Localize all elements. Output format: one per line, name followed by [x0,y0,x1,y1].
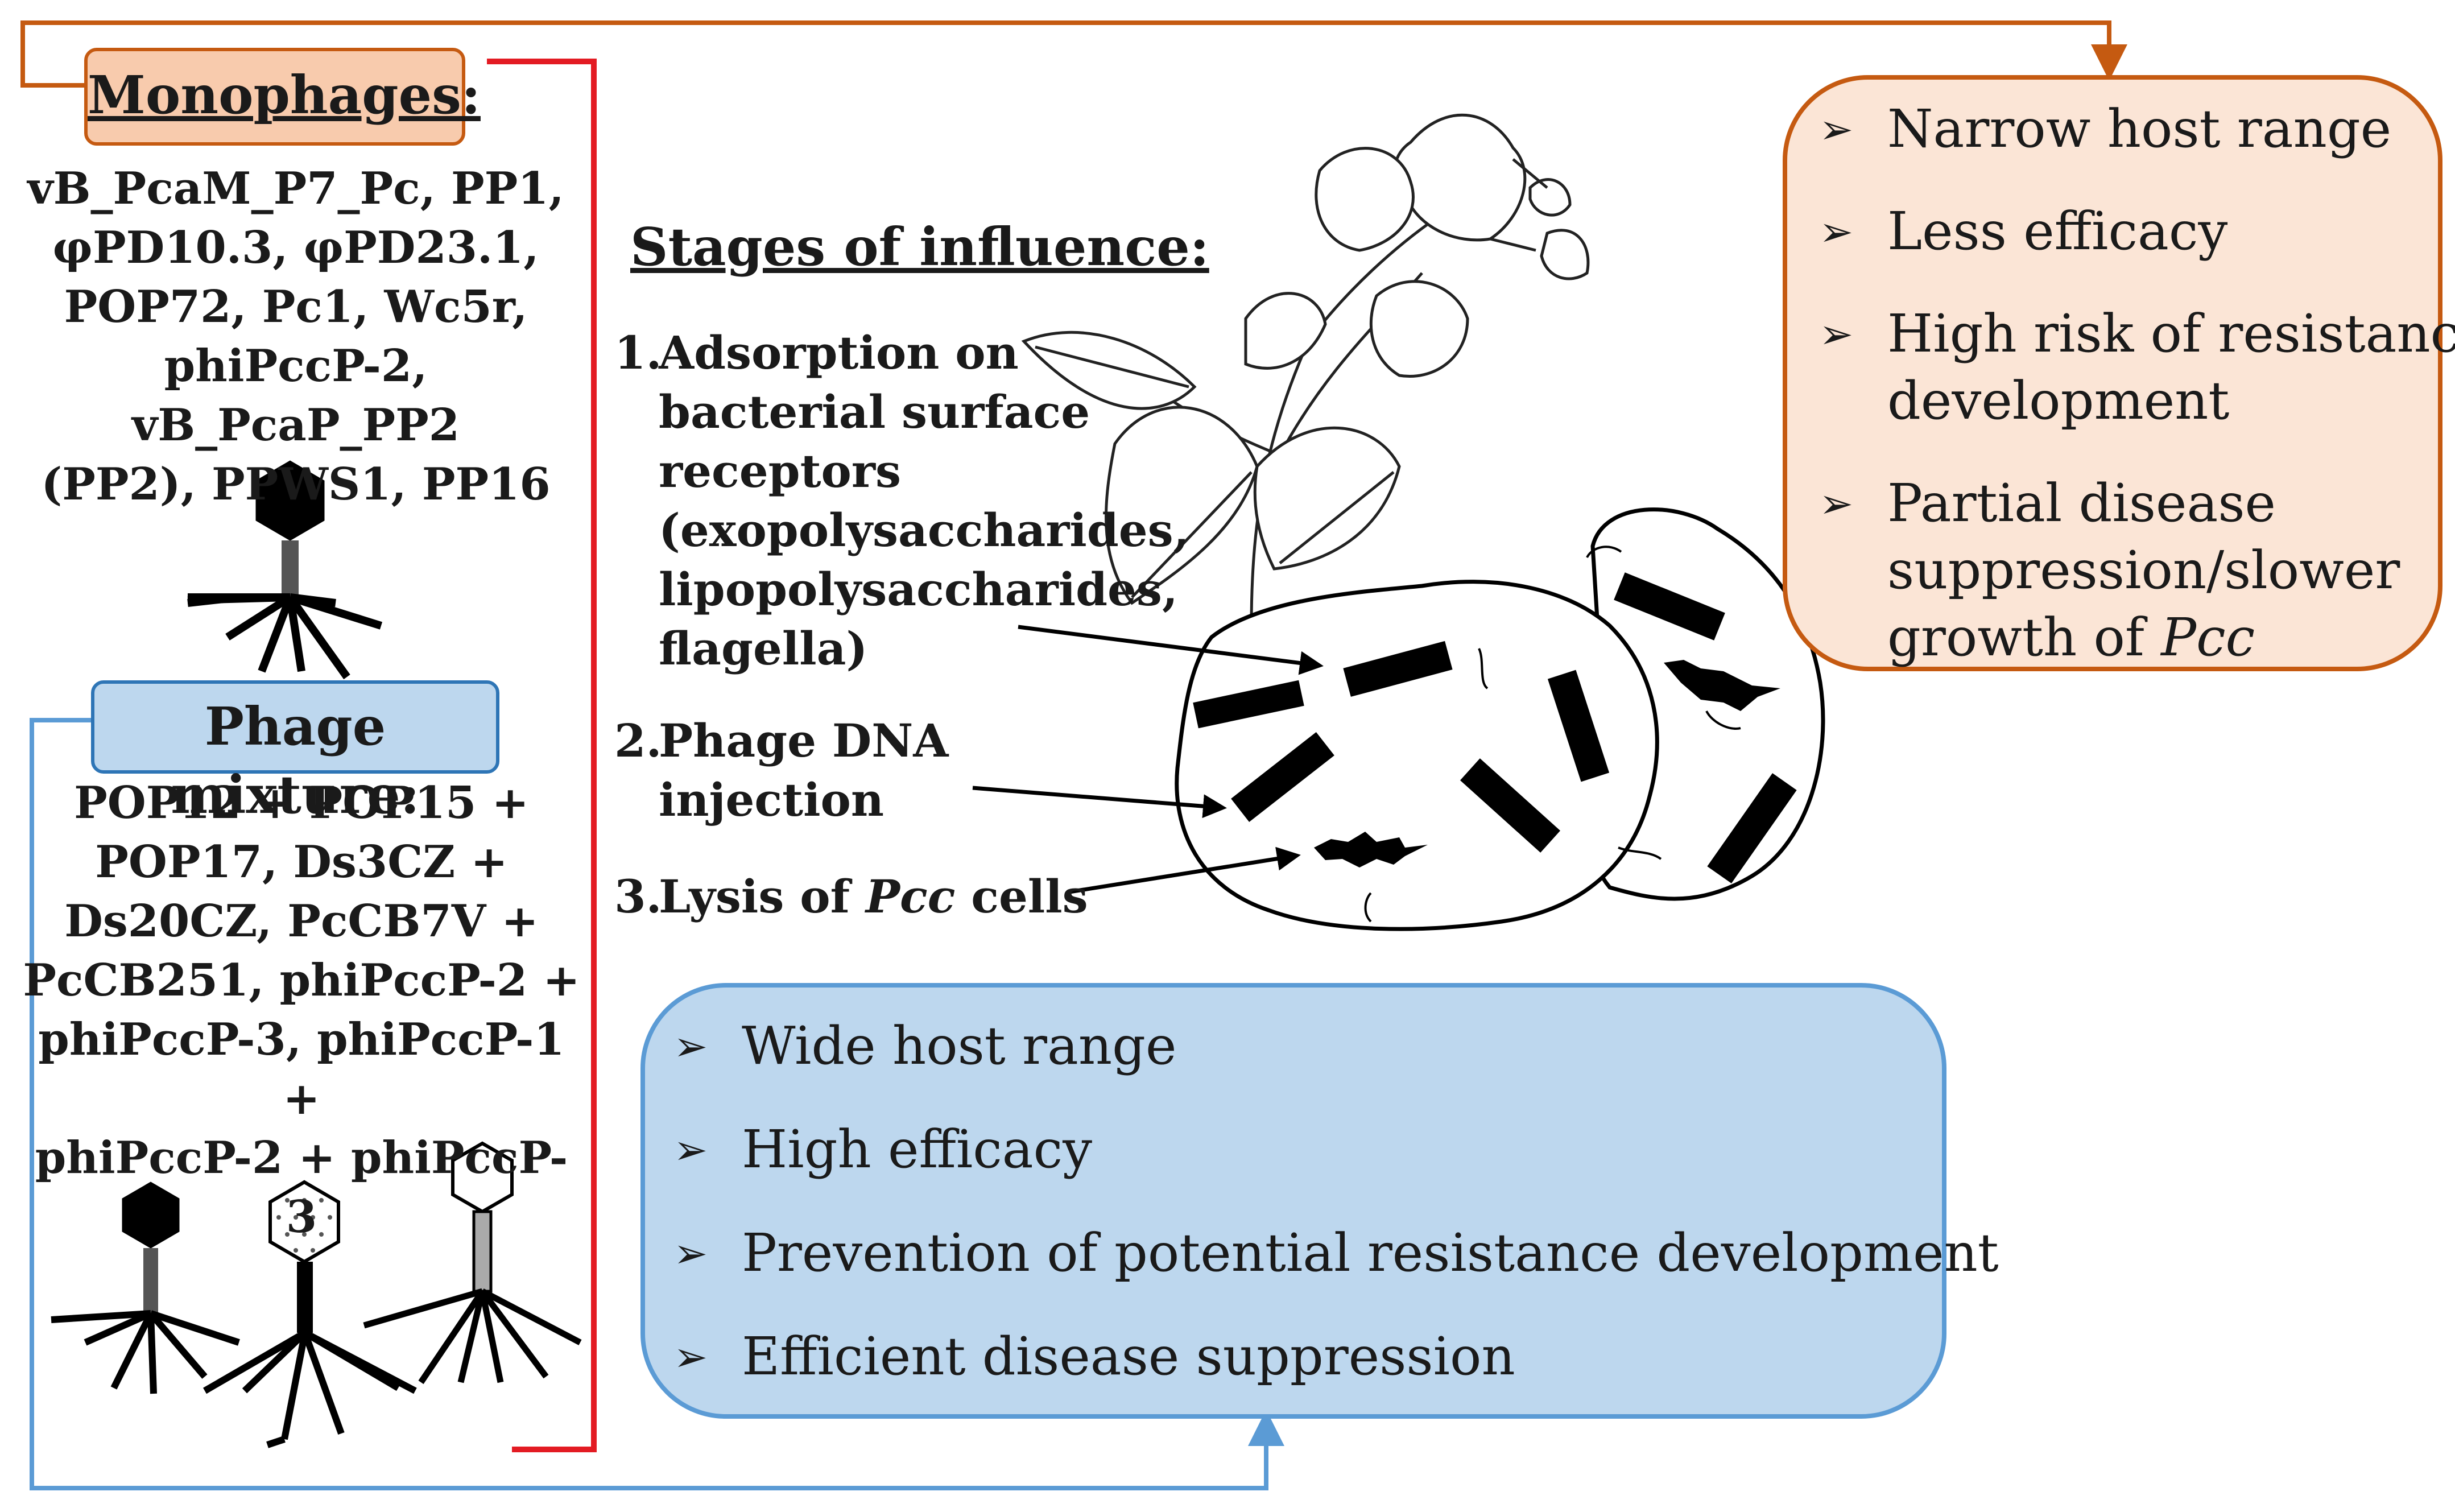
outcome-text-prefix: growth of [1887,607,2161,668]
outcome-text: High risk of resistance [1887,303,2455,364]
stage-number: 2. [614,714,662,767]
bullet-arrow-icon: ➢ [673,1126,708,1174]
outcome-text: Narrow host range [1887,98,2392,159]
stage-line: Phage DNA [659,714,949,767]
phage-mixture-title: Phage mixture: [91,680,499,825]
monophage-line: vB_PcaM_P7_Pc, PP1, [27,163,564,214]
mixture-phage-icon-1 [51,1181,240,1394]
stage-line: (exopolysaccharides, [659,503,1189,557]
monophage-line: POP72, Pc1, Wc5r, [64,281,528,333]
bullet-arrow-icon: ➢ [673,1022,708,1070]
phage-mixture-list: POP12 + POP15 + POP17, Ds3CZ + Ds20CZ, P… [23,774,580,1247]
monophage-line: phiPccP-2, vB_PcaP_PP2 [131,340,460,451]
arrow-stage-2 [972,786,1227,819]
mixture-line: Ds20CZ, PcCB7V + [64,895,539,947]
stage-line: receptors [659,444,902,498]
mixture-phage-icon-2 [202,1180,417,1448]
outcome-text-last: growth of Pcc [1887,604,2400,671]
stage-line-italic: Pcc [865,870,956,923]
stage-text: Adsorption on bacterial surface receptor… [659,323,1189,678]
stage-line-suffix: cells [955,870,1088,923]
outcome-text: Partial disease [1887,473,2276,534]
mixture-line: PcCB251, phiPccP-2 + [23,955,580,1006]
red-bracket [487,59,597,1452]
stage-line: flagella) [659,622,868,675]
bullet-arrow-icon: ➢ [1819,208,1854,255]
monophages-list: vB_PcaM_P7_Pc, PP1, φPD10.3, φPD23.1, PO… [11,159,580,514]
mixture-outcomes-box: ➢ Wide host range ➢ High efficacy ➢ Prev… [640,983,1999,1419]
outcome-text: suppression/slower [1887,540,2400,601]
monophages-title: Monophages: [84,48,481,146]
monophage-line: φPD10.3, φPD23.1, [52,222,539,274]
stage-line: injection [659,773,884,827]
bullet-arrow-icon: ➢ [673,1333,708,1381]
mono-connector-line [20,20,2127,88]
outcome-text: High efficacy [742,1119,1093,1180]
stages-title: Stages of influence: [630,216,1209,278]
arrow-stage-3 [1069,846,1301,894]
stage-line: Adsorption on [659,326,1019,379]
stage-line: bacterial surface [659,385,1090,439]
stage-line: lipopolysaccharides, [659,563,1178,616]
mixture-line: POP17, Ds3CZ + [95,836,508,888]
arrow-stage-1 [1018,625,1324,675]
stage-text: Phage DNA injection [659,711,948,829]
bullet-arrow-icon: ➢ [1819,105,1854,153]
stage-number: 1. [614,326,662,379]
bullet-arrow-icon: ➢ [673,1229,708,1277]
outcome-text: Efficient disease suppression [742,1326,1515,1387]
outcome-text: Less efficacy [1887,201,2228,262]
potato-tubers-illustration [1175,507,1825,931]
outcome-text: Prevention of potential resistance devel… [742,1222,1999,1283]
monophage-icon [187,460,383,680]
monophage-outcomes-box: ➢ Narrow host range ➢ Less efficacy ➢ Hi… [1783,75,2455,671]
mixture-phage-icon-3 [363,1141,582,1385]
mixture-line: phiPccP-3, phiPccP-1 + [38,1014,565,1125]
bullet-arrow-icon: ➢ [1819,480,1854,527]
mix-connector-line [30,718,1284,1490]
stage-text: Lysis of Pcc cells [659,867,1088,926]
mixture-line: POP12 + POP15 + [74,777,529,829]
outcome-text: Wide host range [742,1015,1177,1076]
monophage-line: (PP2), PPWS1, PP16 [41,458,551,510]
potato-plant-illustration [1021,113,1590,626]
bullet-arrow-icon: ➢ [1819,310,1854,358]
outcome-text: development [1887,370,2230,431]
stage-number: 3. [614,870,662,923]
stage-line-prefix: Lysis of [659,870,866,923]
outcome-text-italic: Pcc [2161,607,2255,668]
mixture-line: phiPccP-2 + phiPccP-3 [35,1132,568,1243]
